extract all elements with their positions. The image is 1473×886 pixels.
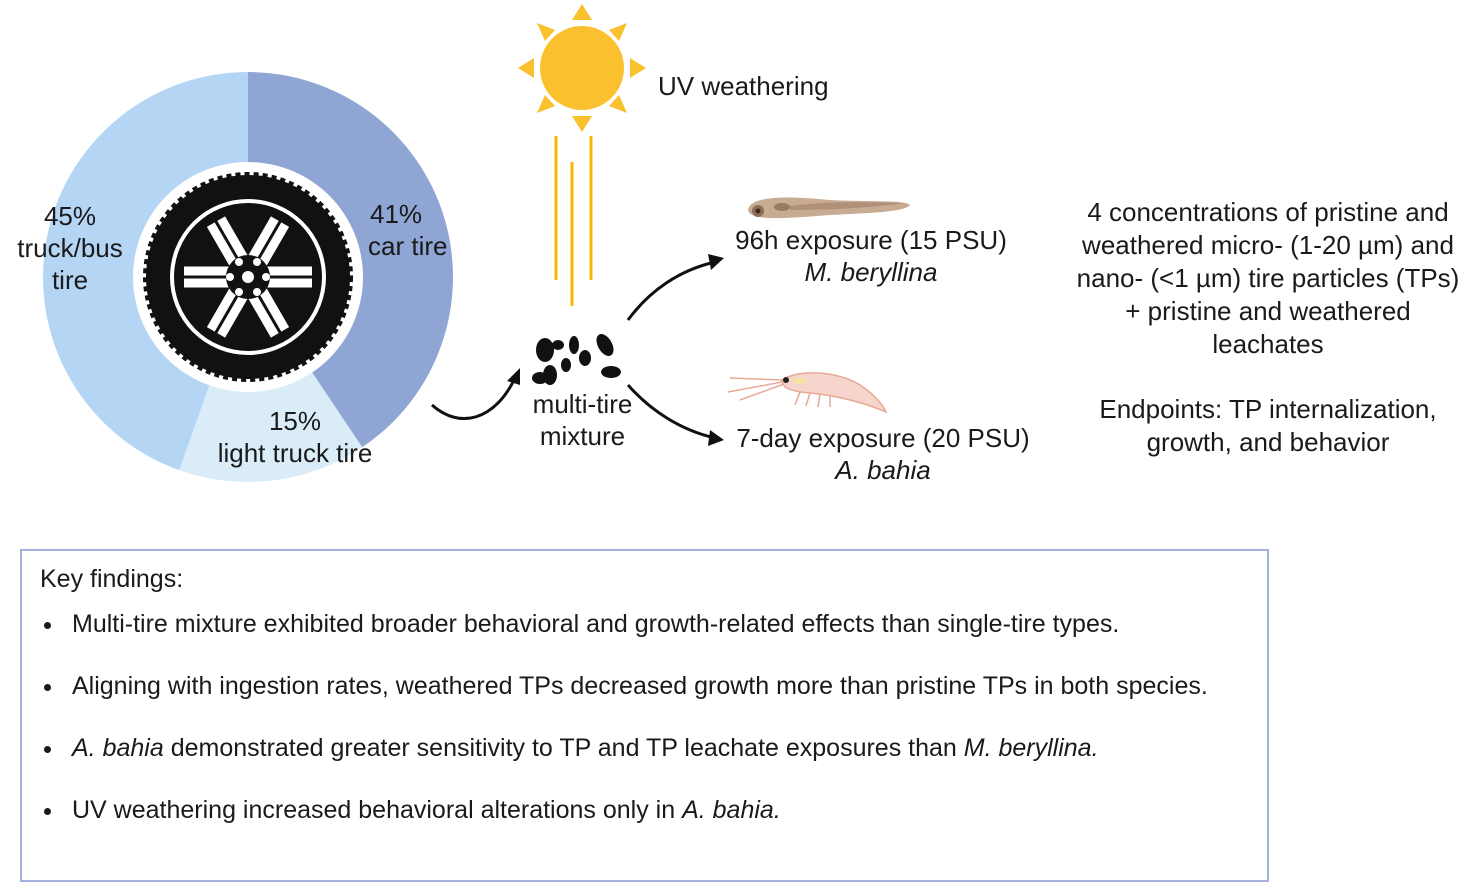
finding-text: UV weathering increased behavioral alter… [72,796,683,824]
finding-item: UV weathering increased behavioral alter… [40,795,1250,826]
finding-item: A. bahia demonstrated greater sensitivit… [40,733,1250,764]
endpoints-line: growth, and behavior [1146,427,1390,457]
finding-item: Multi-tire mixture exhibited broader beh… [40,609,1250,640]
finding-text: Multi-tire mixture exhibited broader beh… [72,610,1120,638]
truck-bus-pct: 45% [43,201,97,231]
fish-exposure: 96h exposure (15 PSU) M. beryllina [712,224,1030,288]
sun-icon [518,4,646,132]
design-line: leachates [1212,329,1324,359]
species-name: M. beryllina. [963,734,1099,762]
arrowheads [507,254,724,446]
arrows [431,260,716,440]
endpoints-line: Endpoints: TP internalization, [1099,394,1437,424]
finding-item: Aligning with ingestion rates, weathered… [40,671,1250,702]
shrimp-exposure-text: 7-day exposure (20 PSU) [736,423,1030,453]
car-tire-pct: 41% [370,199,423,229]
truck-bus-label: 45% truck/bus tire [0,200,140,296]
light-truck-text: light truck tire [217,438,373,468]
design-line: + pristine and weathered [1125,296,1411,326]
tire-icon [143,172,353,382]
design-line: 4 concentrations of pristine and [1087,197,1449,227]
design-line: weathered micro- (1-20 µm) and [1082,230,1454,260]
uv-rays-upper [554,136,593,306]
fish-species: M. beryllina [804,257,938,287]
shrimp-species: A. bahia [835,455,931,485]
study-design: 4 concentrations of pristine and weather… [1062,196,1473,459]
shrimp-exposure: 7-day exposure (20 PSU) A. bahia [722,422,1044,486]
key-findings-title: Key findings: [40,565,184,593]
findings-list: Multi-tire mixture exhibited broader beh… [40,609,1250,857]
finding-text: demonstrated greater sensitivity to TP a… [163,734,964,762]
fish-exposure-text: 96h exposure (15 PSU) [735,225,1007,255]
uv-weathering-label: UV weathering [658,71,829,101]
finding-text: Aligning with ingestion rates, weathered… [72,672,1208,700]
truck-bus-label-line1: truck/bus [17,233,123,263]
fish-larva-icon [748,197,910,219]
light-truck-pct: 15% [268,406,322,436]
light-truck-label: 15% light truck tire [190,405,400,469]
species-name: A. bahia [72,734,164,762]
tire-particles-icon [532,334,621,385]
key-findings-box: Key findings: Multi-tire mixture exhibit… [20,549,1269,882]
truck-bus-label-line2: tire [51,265,89,295]
mixture-line2: mixture [539,421,626,451]
car-tire-text: car tire [368,231,448,261]
mixture-line1: multi-tire [532,389,633,419]
mysid-shrimp-icon [727,372,888,414]
mixture-label: multi-tire mixture [510,388,655,452]
car-tire-label: 41% car tire [368,198,447,262]
species-name: A. bahia. [682,796,781,824]
design-line: nano- (<1 µm) tire particles (TPs) [1076,263,1460,293]
